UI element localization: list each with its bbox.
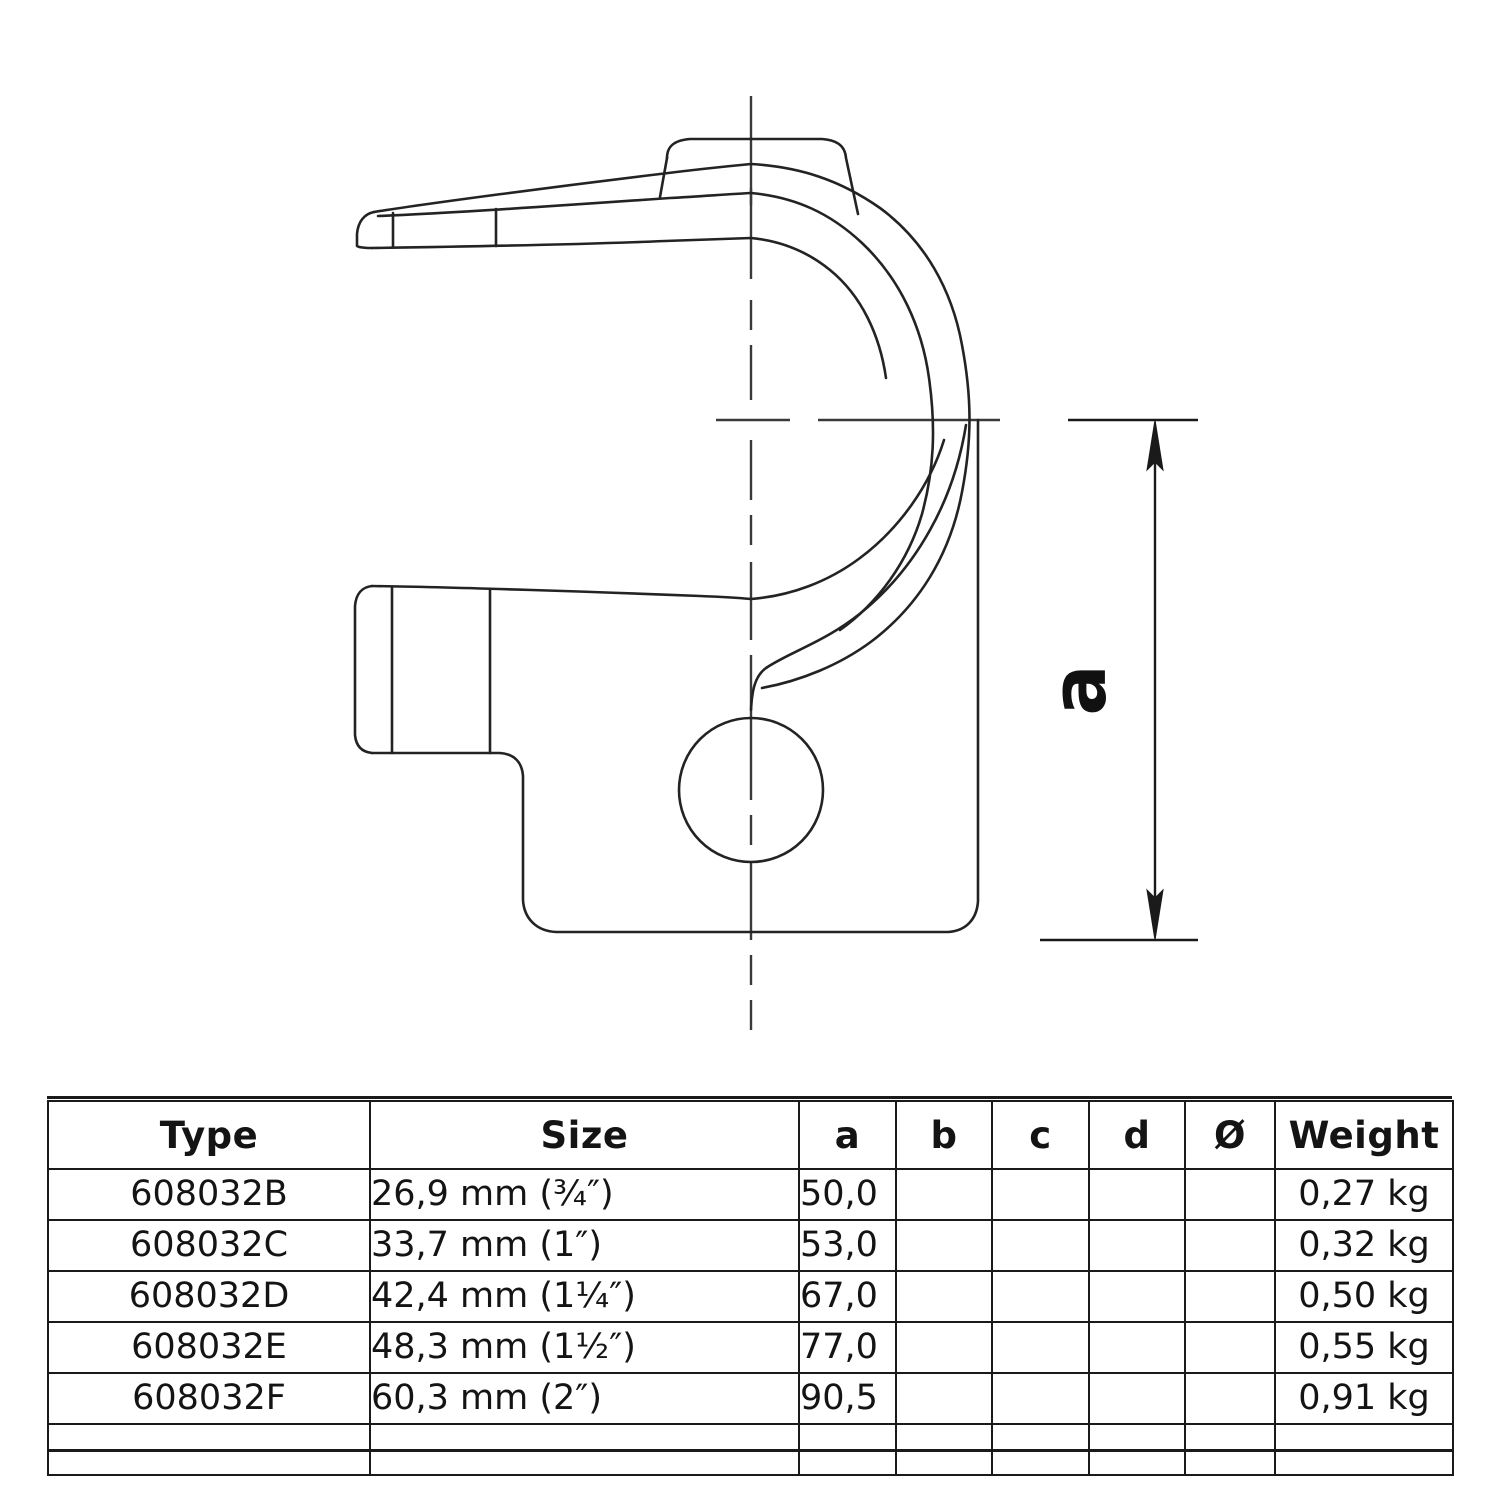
clamp-outline [353, 137, 980, 934]
header-a: a [798, 1100, 897, 1170]
cell-weight: 0,50 kg [1274, 1270, 1454, 1323]
cell-a: 53,0 [798, 1219, 897, 1272]
cell-size: 26,9 mm (¾″) [369, 1168, 800, 1221]
technical-drawing: a [353, 96, 1198, 1030]
cell-b [895, 1168, 993, 1221]
lower-arm-top-edge [370, 438, 946, 601]
lower-arm-tip [353, 584, 374, 755]
header-row: Type Size a b c d Ø Weight [47, 1100, 1454, 1170]
cell-b [895, 1270, 993, 1323]
cell-size: 60,3 mm (2″) [369, 1372, 800, 1425]
centre-lines [716, 96, 1000, 1030]
spec-table-body: 608032B 26,9 mm (¾″) 50,0 0,27 kg 608032… [47, 1168, 1454, 1476]
cell-c [991, 1270, 1090, 1323]
cell-size: 42,4 mm (1¼″) [369, 1270, 800, 1323]
cell-a: 77,0 [798, 1321, 897, 1374]
header-b: b [895, 1100, 993, 1170]
cell-diameter [1184, 1372, 1276, 1425]
cell-type: 608032F [47, 1372, 371, 1425]
cell-b [895, 1219, 993, 1272]
table-row: 608032B 26,9 mm (¾″) 50,0 0,27 kg [47, 1168, 1454, 1221]
table-row: 608032E 48,3 mm (1½″) 77,0 0,55 kg [47, 1321, 1454, 1374]
cell-c [991, 1321, 1090, 1374]
lower-arm-bottom-step [370, 418, 980, 934]
cell-size: 48,3 mm (1½″) [369, 1321, 800, 1374]
header-c: c [991, 1100, 1090, 1170]
cell-d [1088, 1372, 1186, 1425]
cell-type: 608032E [47, 1321, 371, 1374]
cell-d [1088, 1321, 1186, 1374]
spec-table-container: Type Size a b c d Ø Weight 608032B 26,9 … [47, 1100, 1454, 1476]
table-row: 608032C 33,7 mm (1″) 53,0 0,32 kg [47, 1219, 1454, 1272]
cell-size: 33,7 mm (1″) [369, 1219, 800, 1272]
table-outer-top-rule [47, 1096, 1452, 1099]
top-boss-left-flank [658, 156, 669, 199]
top-boss [665, 137, 860, 216]
cell-d [1088, 1270, 1186, 1323]
upper-arm-inner-edge [376, 191, 935, 632]
upper-arm-top-edge [372, 162, 971, 690]
cell-a: 67,0 [798, 1270, 897, 1323]
table-row: 608032F 60,3 mm (2″) 90,5 0,91 kg [47, 1372, 1454, 1425]
cell-type: 608032C [47, 1219, 371, 1272]
clamp-drawing-svg: a [353, 96, 1198, 1030]
cell-a: 90,5 [798, 1372, 897, 1425]
header-type: Type [47, 1100, 371, 1170]
dimension-a-arrow-down [1146, 888, 1164, 941]
cell-type: 608032B [47, 1168, 371, 1221]
cell-b [895, 1372, 993, 1425]
cell-weight: 0,32 kg [1274, 1219, 1454, 1272]
cell-weight: 0,55 kg [1274, 1321, 1454, 1374]
cell-diameter [1184, 1219, 1276, 1272]
cell-c [991, 1168, 1090, 1221]
lower-body-throat [749, 423, 968, 712]
bolt-hole [677, 716, 825, 864]
upper-arm-tip [355, 210, 376, 250]
header-d: d [1088, 1100, 1186, 1170]
spec-table-head: Type Size a b c d Ø Weight [47, 1100, 1454, 1170]
upper-arm-throat-edge [370, 236, 888, 380]
cell-diameter [1184, 1168, 1276, 1221]
cell-diameter [1184, 1270, 1276, 1323]
cell-type: 608032D [47, 1270, 371, 1323]
cell-c [991, 1372, 1090, 1425]
spec-table: Type Size a b c d Ø Weight 608032B 26,9 … [47, 1100, 1454, 1476]
cell-weight: 0,27 kg [1274, 1168, 1454, 1221]
table-row: 608032D 42,4 mm (1¼″) 67,0 0,50 kg [47, 1270, 1454, 1323]
cell-b [895, 1321, 993, 1374]
header-weight: Weight [1274, 1100, 1454, 1170]
table-outer-bottom-rule [47, 1449, 1452, 1452]
dimension-a [1040, 418, 1198, 942]
cell-d [1088, 1219, 1186, 1272]
cell-a: 50,0 [798, 1168, 897, 1221]
cell-diameter [1184, 1321, 1276, 1374]
cell-d [1088, 1168, 1186, 1221]
cell-weight: 0,91 kg [1274, 1372, 1454, 1425]
header-diameter: Ø [1184, 1100, 1276, 1170]
header-size: Size [369, 1100, 800, 1170]
cell-c [991, 1219, 1090, 1272]
dimension-a-label: a [1034, 664, 1123, 715]
dimension-a-arrow-up [1146, 419, 1164, 472]
